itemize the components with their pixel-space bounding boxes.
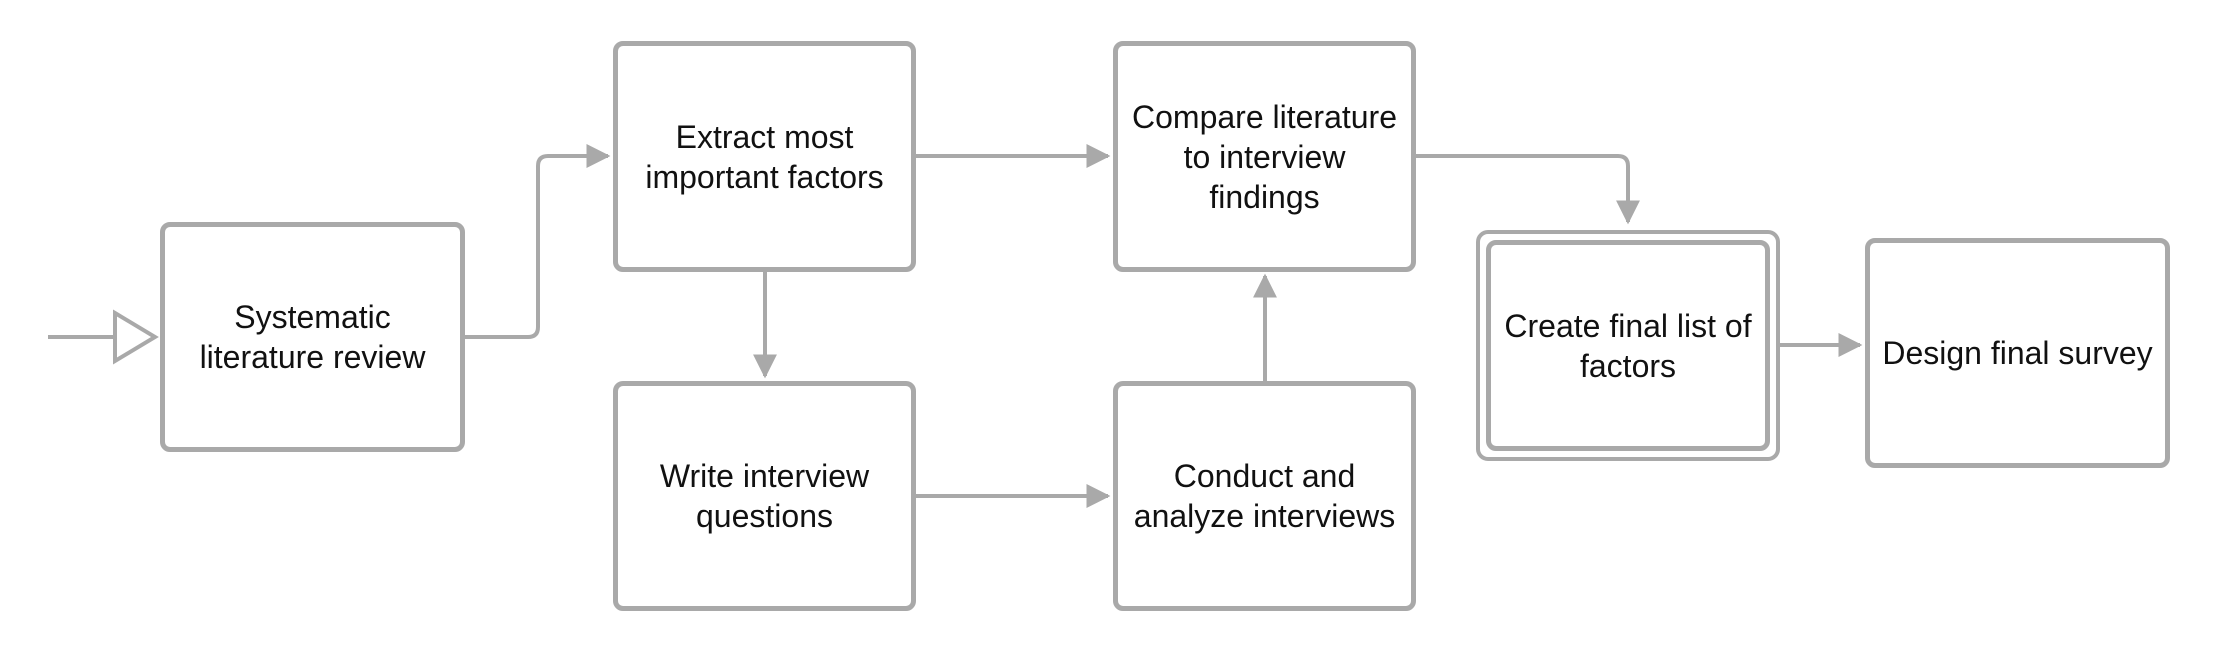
- node-compare-literature: Compare literature to interview findings: [1113, 41, 1416, 272]
- node-design-survey: Design final survey: [1865, 238, 2170, 468]
- start-triangle-icon: [113, 309, 159, 365]
- node-write-questions: Write interview questions: [613, 381, 916, 611]
- node-extract-factors-label: Extract most important factors: [645, 118, 884, 195]
- node-conduct-interviews: Conduct and analyze interviews: [1113, 381, 1416, 611]
- node-systematic-review: Systematic literature review: [160, 222, 465, 452]
- node-systematic-review-label: Systematic literature review: [199, 299, 426, 375]
- node-extract-factors: Extract most important factors: [613, 41, 916, 272]
- edge-review-to-extract: [465, 144, 611, 339]
- node-create-final-list-label: Create final list of factors: [1504, 307, 1752, 384]
- node-create-final-list: Create final list of factors: [1486, 240, 1770, 451]
- node-design-survey-label: Design final survey: [1882, 335, 2153, 371]
- node-write-questions-label: Write interview questions: [659, 458, 870, 534]
- node-conduct-interviews-label: Conduct and analyze interviews: [1133, 458, 1396, 534]
- node-compare-literature-label: Compare literature to interview findings: [1132, 98, 1397, 215]
- edge-compare-to-final: [1416, 154, 1640, 225]
